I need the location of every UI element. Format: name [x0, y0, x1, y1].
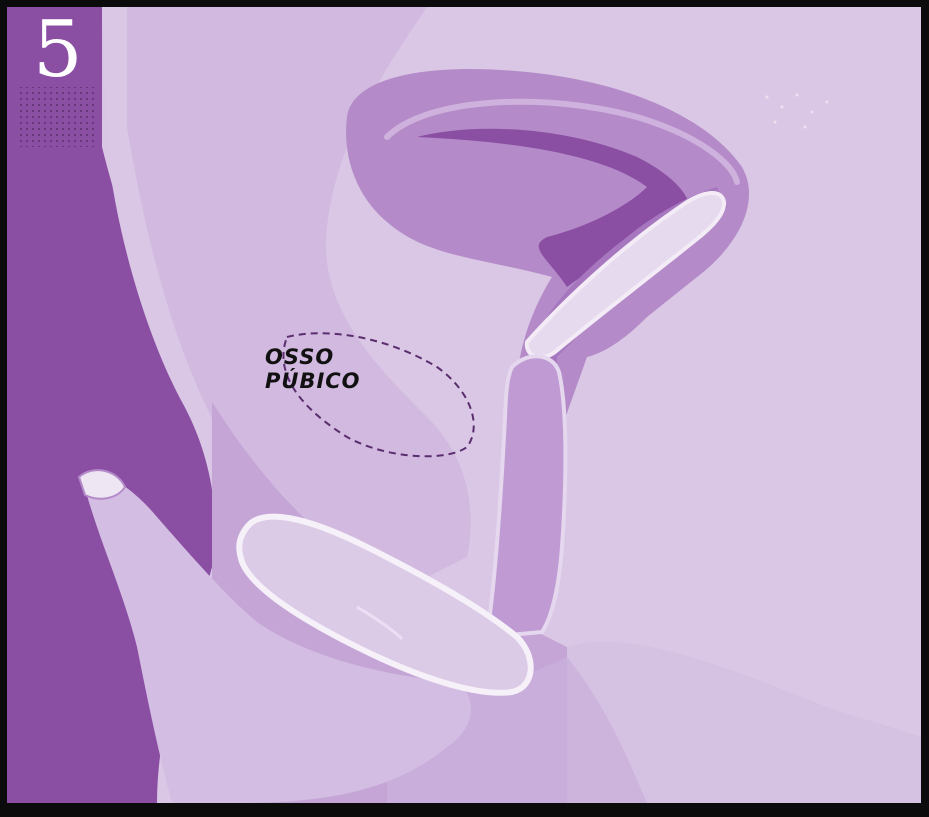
step-number: 5: [33, 11, 83, 89]
label-line-1: OSSO: [265, 345, 361, 369]
anatomical-illustration: [7, 7, 921, 803]
dot-texture: [17, 87, 97, 147]
label-line-2: PÚBICO: [265, 369, 361, 393]
pubic-bone-label: OSSO PÚBICO: [265, 345, 361, 393]
